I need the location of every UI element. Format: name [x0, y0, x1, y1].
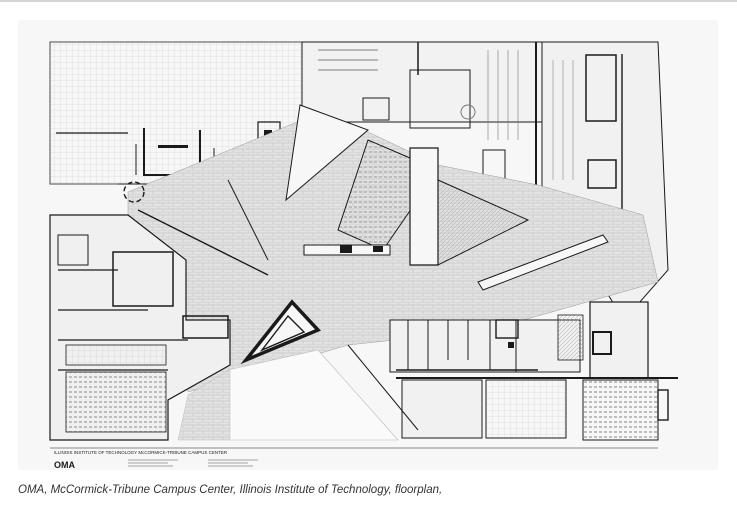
titleblock-heading: ILLINOIS INSTITUTE OF TECHNOLOGY McCORMI…: [54, 450, 228, 455]
floorplan-svg: ILLINOIS INSTITUTE OF TECHNOLOGY McCORMI…: [49, 41, 678, 470]
central-paving: [127, 104, 659, 393]
title-block: ILLINOIS INSTITUTE OF TECHNOLOGY McCORMI…: [50, 447, 658, 470]
north-east-rooms: [301, 41, 543, 195]
lounge-object: [240, 299, 321, 365]
floorplan-drawing: ILLINOIS INSTITUTE OF TECHNOLOGY McCORMI…: [18, 20, 718, 470]
south-plaza: [177, 349, 399, 441]
north-building: [49, 41, 303, 185]
south-rooms: [347, 301, 678, 441]
oma-logo: OMA: [54, 460, 75, 470]
west-wing: [49, 181, 231, 441]
top-rule: [0, 0, 737, 2]
image-caption: OMA, McCormick-Tribune Campus Center, Il…: [18, 484, 443, 496]
